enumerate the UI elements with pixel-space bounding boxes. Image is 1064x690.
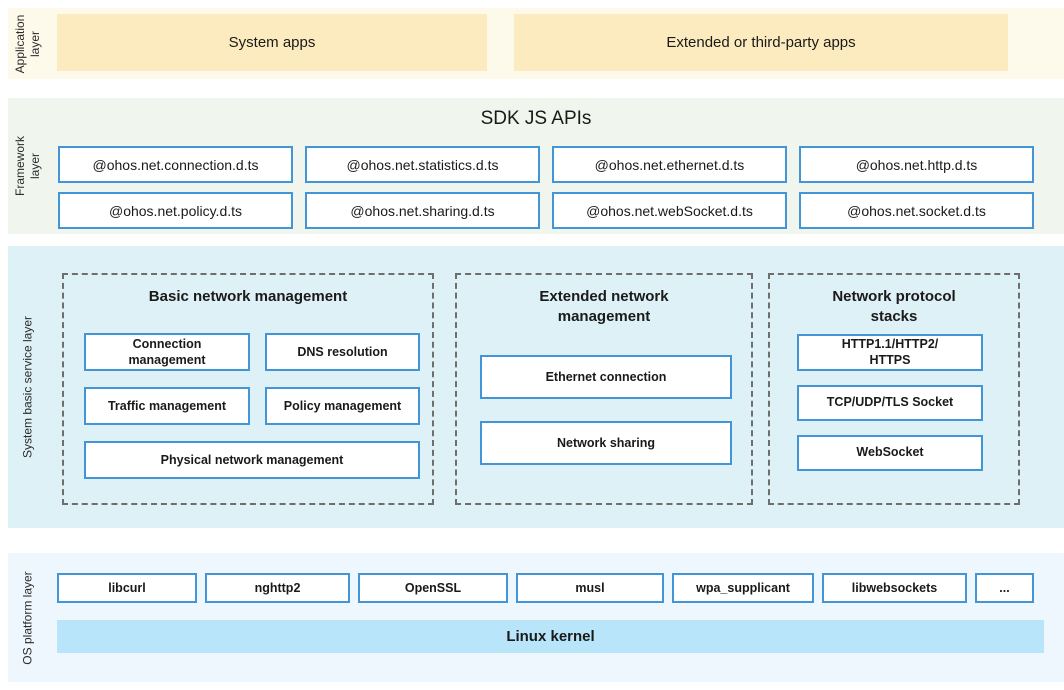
os-platform-layer-label: OS platform layer (20, 570, 35, 665)
system-basic-service-layer-label: System basic service layer (20, 315, 35, 459)
http-stack-box: HTTP1.1/HTTP2/ HTTPS (797, 334, 983, 371)
ethernet-connection-box: Ethernet connection (480, 355, 732, 399)
extended-or-third-party-apps-box: Extended or third-party apps (514, 14, 1008, 71)
lib-box-musl: musl (516, 573, 664, 603)
network-protocol-stacks-items: HTTP1.1/HTTP2/ HTTPS TCP/UDP/TLS Socket … (797, 334, 983, 471)
system-apps-box: System apps (57, 14, 487, 71)
lib-box-libwebsockets: libwebsockets (822, 573, 967, 603)
sdk-js-apis-title: SDK JS APIs (480, 108, 592, 129)
api-box-statistics: @ohos.net.statistics.d.ts (305, 146, 540, 183)
api-box-socket: @ohos.net.socket.d.ts (799, 192, 1034, 229)
api-box-policy: @ohos.net.policy.d.ts (58, 192, 293, 229)
lib-box-openssl: OpenSSL (358, 573, 508, 603)
framework-layer-band: Framework layer SDK JS APIs @ohos.net.co… (8, 98, 1064, 234)
api-box-connection: @ohos.net.connection.d.ts (58, 146, 293, 183)
system-basic-service-layer-band: System basic service layer Basic network… (8, 246, 1064, 528)
os-platform-layer-band: OS platform layer libcurl nghttp2 OpenSS… (8, 553, 1064, 682)
os-libraries-row: libcurl nghttp2 OpenSSL musl wpa_supplic… (57, 573, 1034, 603)
framework-layer-label: Framework layer (13, 135, 42, 197)
dns-resolution-box: DNS resolution (265, 333, 420, 371)
application-layer-band: Application layer System apps Extended o… (8, 8, 1064, 79)
linux-kernel-bar: Linux kernel (57, 620, 1044, 653)
api-grid: @ohos.net.connection.d.ts @ohos.net.stat… (58, 146, 1034, 229)
extended-network-management-title: Extended network management (539, 288, 669, 325)
api-box-http: @ohos.net.http.d.ts (799, 146, 1034, 183)
basic-network-management-group: Basic network management Connection mana… (62, 273, 434, 505)
network-protocol-stacks-title: Network protocol stacks (832, 288, 956, 325)
basic-network-management-title: Basic network management (148, 288, 348, 305)
basic-network-management-items: Connection management DNS resolution Tra… (84, 333, 420, 479)
physical-network-management-box: Physical network management (84, 441, 420, 479)
api-box-ethernet: @ohos.net.ethernet.d.ts (552, 146, 787, 183)
extended-network-management-group: Extended network management Ethernet con… (455, 273, 753, 505)
lib-box-more: ... (975, 573, 1034, 603)
network-protocol-stacks-group: Network protocol stacks HTTP1.1/HTTP2/ H… (768, 273, 1020, 505)
network-sharing-box: Network sharing (480, 421, 732, 465)
traffic-management-box: Traffic management (84, 387, 250, 425)
application-layer-label: Application layer (13, 14, 42, 73)
websocket-box: WebSocket (797, 434, 983, 471)
extended-network-management-items: Ethernet connection Network sharing (480, 355, 732, 465)
lib-box-libcurl: libcurl (57, 573, 197, 603)
api-box-sharing: @ohos.net.sharing.d.ts (305, 192, 540, 229)
connection-management-box: Connection management (84, 333, 250, 371)
tcp-udp-tls-socket-box: TCP/UDP/TLS Socket (797, 384, 983, 421)
lib-box-nghttp2: nghttp2 (205, 573, 350, 603)
api-box-websocket: @ohos.net.webSocket.d.ts (552, 192, 787, 229)
lib-box-wpa-supplicant: wpa_supplicant (672, 573, 814, 603)
policy-management-box: Policy management (265, 387, 420, 425)
